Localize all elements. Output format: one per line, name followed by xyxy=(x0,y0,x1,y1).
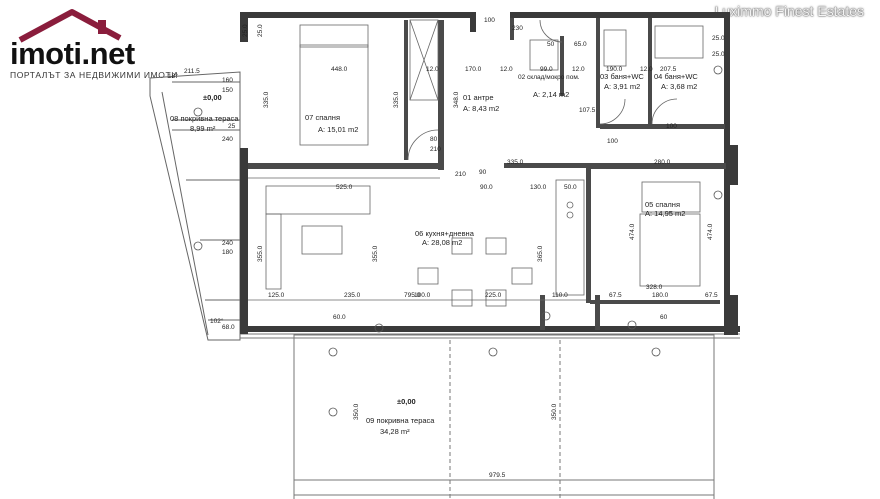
room-terrace-small-area: 8,99 m² xyxy=(190,124,216,133)
dim-bottom-7: 67.5 xyxy=(705,292,718,299)
dim-vertical-2: 348.0 xyxy=(453,91,460,108)
dim-misc-9: 107.5 xyxy=(579,107,596,114)
dim-terrace-left-2: 150 xyxy=(222,87,233,94)
dim-terrace-left-3: 25 xyxy=(228,123,236,130)
dim-vertical-0: 335.0 xyxy=(263,91,270,108)
dim-misc-15: 60 xyxy=(660,314,668,321)
dim-top-12: 25.0 xyxy=(712,35,725,42)
dim-misc-12: 100 xyxy=(607,138,618,145)
dim-terrace-left-0: 211.5 xyxy=(184,68,200,75)
dim-misc-5: 210 xyxy=(430,146,441,153)
watermark-brand: Luximmo Finest Estates xyxy=(714,3,864,19)
dim-top-7: 12.0 xyxy=(572,66,585,73)
room-living-name: 06 кухня+дневна xyxy=(415,229,475,238)
dim-misc-13: 65.0 xyxy=(574,41,587,48)
dim-misc-8: 100 xyxy=(484,17,495,24)
room-terrace-big-name: 09 покривна тераса xyxy=(366,416,435,425)
room-bedroom1-code: 07 спалня xyxy=(305,113,340,122)
dim-vertical-5: 474.0 xyxy=(629,223,636,240)
dim-top-1: 25.0 xyxy=(257,24,264,37)
dim-mid-0: 525.0 xyxy=(336,184,353,191)
room-bath1-name: 03 баня+WC xyxy=(600,72,644,81)
room-storage-area: A: 2,14 m2 xyxy=(533,90,569,99)
dim-vertical-9: 365.0 xyxy=(537,245,544,262)
interior-walls xyxy=(248,18,726,330)
axis-markers xyxy=(193,65,723,417)
dim-top-4: 170.0 xyxy=(465,66,482,73)
dim-top-6: 99.0 xyxy=(540,66,553,73)
dim-top-2: 448.0 xyxy=(331,66,348,73)
terrace-small-level: ±0,00 xyxy=(203,93,222,102)
dim-terrace-left-5: 240 xyxy=(222,240,233,247)
dim-vertical-6: 474.0 xyxy=(707,223,714,240)
dim-top-9: 12.0 xyxy=(640,66,653,73)
room-living-area: A: 28,08 m2 xyxy=(422,238,462,247)
logo-wordmark: imoti.net xyxy=(10,36,135,71)
dim-terrace-left-1: 160 xyxy=(222,77,233,84)
room-hall-name: 01 антре xyxy=(463,93,494,102)
dim-vertical-8: 350.0 xyxy=(551,403,558,420)
room-terrace-small-name: 08 покривна тераса xyxy=(170,114,239,123)
logo-roof-icon xyxy=(18,9,122,43)
room-bedroom2-area: A: 14,95 m2 xyxy=(645,209,685,218)
room-bedroom2-name: 05 спалня xyxy=(645,200,680,209)
logo-tagline: ПОРТАЛЪТ ЗА НЕДВИЖИМИ ИМОТИ xyxy=(10,70,178,80)
dim-angle-1: 102° xyxy=(210,317,224,325)
dim-bottom-6: 180.0 xyxy=(652,292,669,299)
room-bedroom1-area: A: 15,01 m2 xyxy=(318,125,358,134)
exterior-walls xyxy=(240,12,740,335)
dim-bottom-0: 125.0 xyxy=(268,292,285,299)
dim-top-3: 12.0 xyxy=(426,66,439,73)
dim-bottom-1: 235.0 xyxy=(344,292,361,299)
dim-vertical-4: 355.0 xyxy=(372,245,379,262)
dim-top-11: 25.0 xyxy=(712,51,725,58)
dim-misc-11: 50 xyxy=(547,41,555,48)
dim-angle-0: 18° xyxy=(168,72,178,80)
dim-misc-4: 80 xyxy=(430,136,438,143)
dim-top-10: 207.5 xyxy=(660,66,677,73)
room-bath2-area: A: 3,68 m2 xyxy=(661,82,697,91)
dim-bottom-3: 225.0 xyxy=(485,292,502,299)
dim-mid-4: 50.0 xyxy=(564,184,577,191)
dim-vertical-7: 350.0 xyxy=(353,403,360,420)
dim-mid-1: 90.0 xyxy=(480,184,493,191)
dim-terrace-width: 979.5 xyxy=(489,472,506,479)
terrace-small-outline xyxy=(149,71,241,341)
terrace-big-outline xyxy=(240,333,740,499)
dim-misc-6: 90 xyxy=(479,169,487,176)
dim-vertical-3: 355.0 xyxy=(257,245,264,262)
dim-misc-0: 795.0 xyxy=(404,292,421,299)
terrace-big-level: ±0,00 xyxy=(397,397,416,406)
dim-misc-3: 60.0 xyxy=(333,314,346,321)
dim-top-5: 12.0 xyxy=(500,66,513,73)
dim-terrace-left-4: 240 xyxy=(222,136,233,143)
room-bath1-area: A: 3,91 m2 xyxy=(604,82,640,91)
room-bath2-name: 04 баня+WC xyxy=(654,72,698,81)
dim-misc-7: 210 xyxy=(455,171,466,178)
dim-misc-10: 230 xyxy=(512,25,523,32)
dim-misc-14: 100 xyxy=(666,123,677,130)
room-labels: 07 спалня A: 15,01 m2 01 антре A: 8,43 m… xyxy=(170,72,698,436)
room-terrace-big-area: 34,28 m² xyxy=(380,427,410,436)
dim-vertical-1: 335.0 xyxy=(393,91,400,108)
furniture-and-fixtures xyxy=(248,19,704,307)
dimension-labels: 25.0 25.0 448.0 12.0 170.0 12.0 99.0 12.… xyxy=(168,17,725,479)
dim-terrace-left-6: 180 xyxy=(222,249,233,256)
room-storage-name: 02 склад/мокро пом. xyxy=(518,74,580,81)
dim-misc-1: 328.0 xyxy=(646,284,663,291)
dim-mid-3: 130.0 xyxy=(530,184,547,191)
dim-top-8: 190.0 xyxy=(606,66,623,73)
room-hall-area: A: 8,43 m2 xyxy=(463,104,499,113)
dim-bottom-5: 67.5 xyxy=(609,292,622,299)
dim-mid-2: 335.0 xyxy=(507,159,524,166)
dim-top-0: 25.0 xyxy=(242,24,249,37)
dim-bottom-2: 100.0 xyxy=(414,292,431,299)
dim-misc-2: 68.0 xyxy=(222,324,235,331)
dim-mid-5: 280.0 xyxy=(654,159,671,166)
dim-bottom-4: 110.0 xyxy=(552,292,568,299)
